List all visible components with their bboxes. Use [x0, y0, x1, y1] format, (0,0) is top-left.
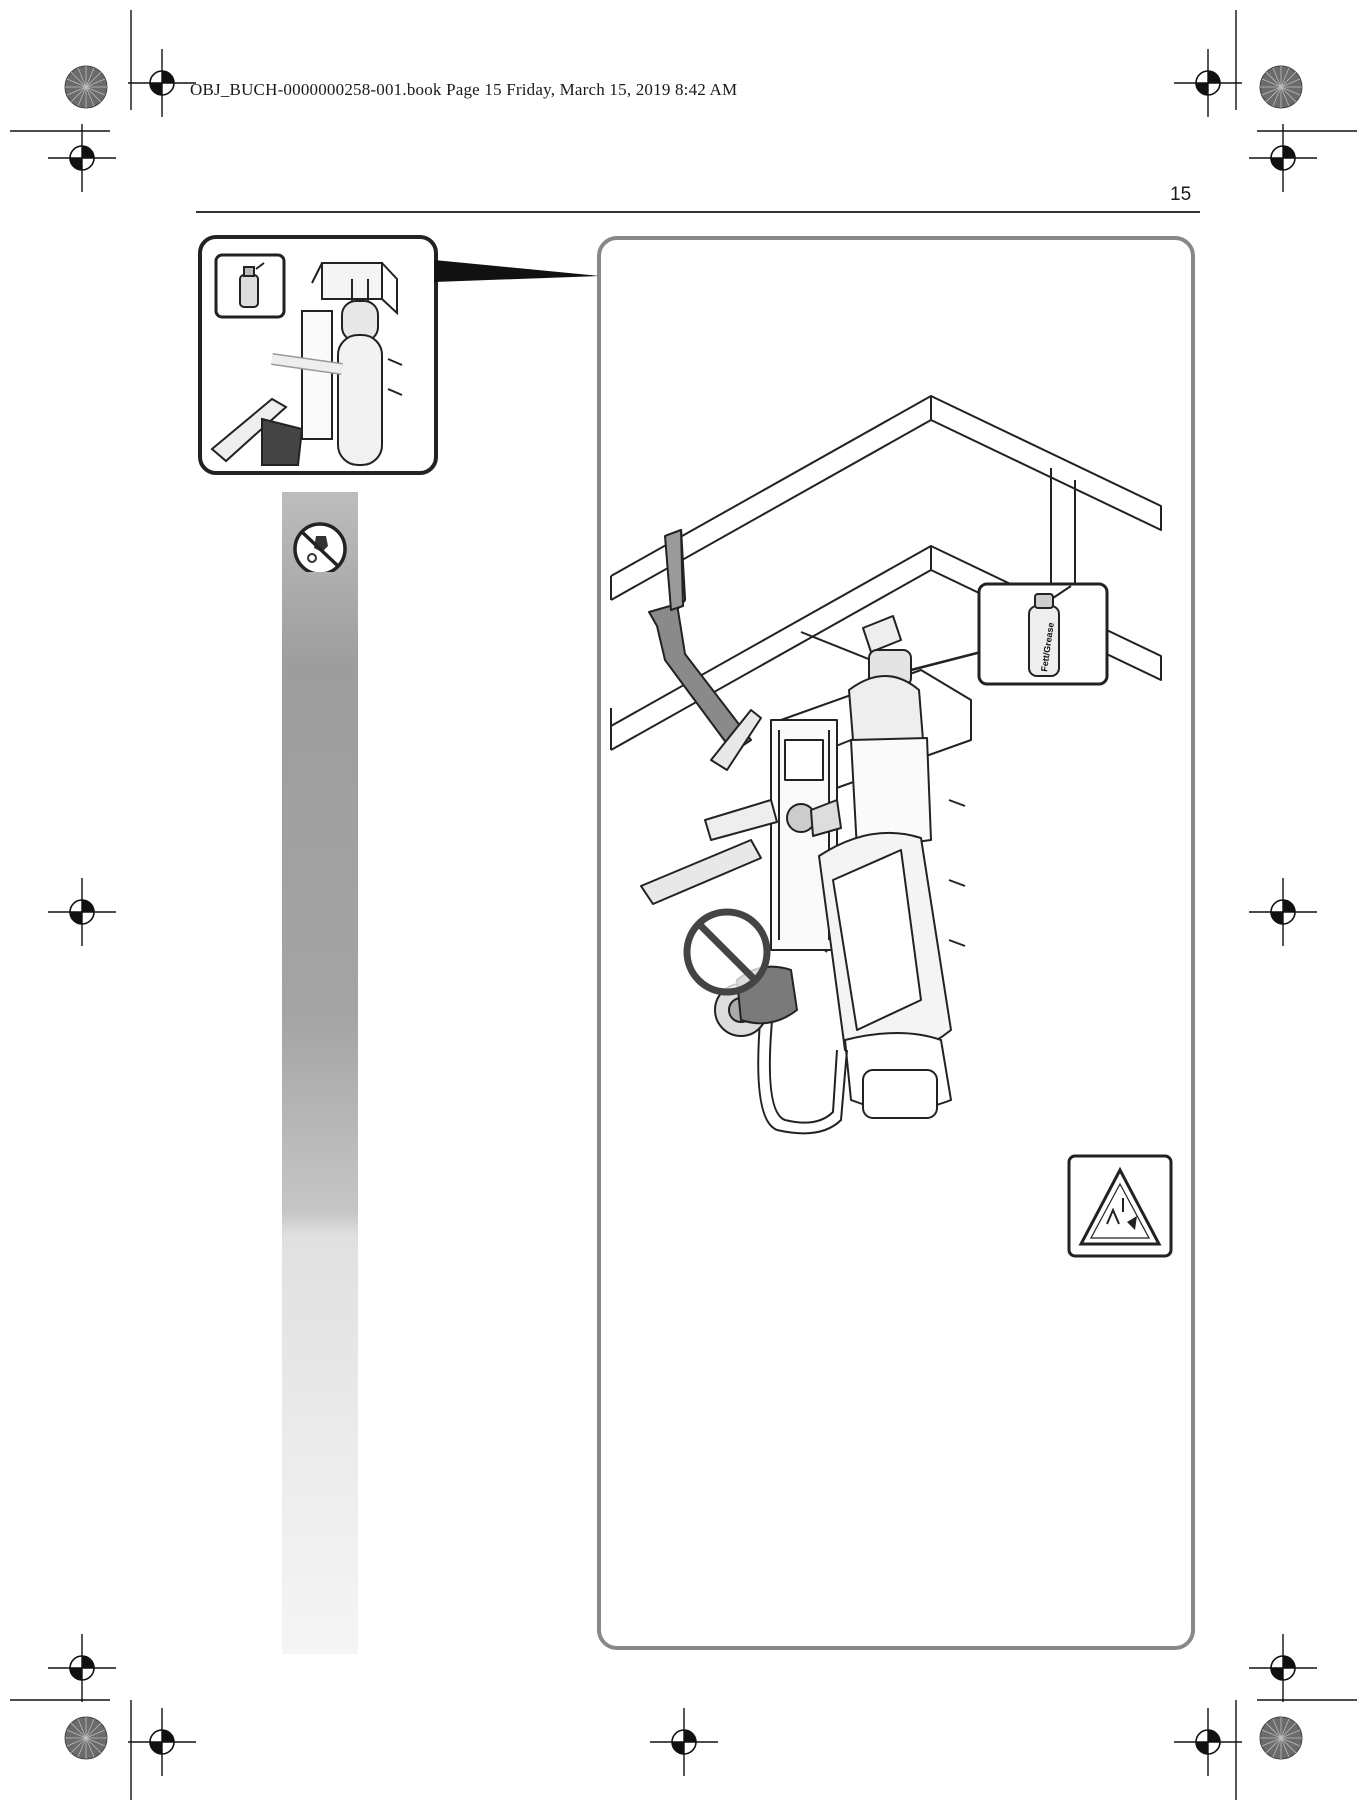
grease-can-icon [239, 262, 265, 308]
prohibited-icon [683, 908, 771, 996]
crop-lines [10, 10, 1357, 1800]
main-illustration-panel: Fett/Grease [597, 236, 1195, 1650]
grease-can-icon: Fett/Grease [1028, 585, 1072, 677]
no-dust-extraction-icon [293, 522, 347, 576]
zoom-connector [434, 260, 600, 282]
thumbnail-illustration [210, 253, 403, 466]
book-slug-line: OBJ_BUCH-0000000258-001.book Page 15 Fri… [190, 80, 738, 99]
falling-debris-warning-icon [1067, 1154, 1173, 1258]
grease-callout: Fett/Grease [977, 582, 1109, 686]
side-bar [282, 492, 358, 1654]
thumbnail-detail-panel [198, 235, 438, 475]
rotary-hammer-ceiling-illustration: Fett/Grease [610, 395, 1173, 1258]
header-rule [196, 211, 1200, 213]
page-number: 15 [1170, 184, 1192, 205]
